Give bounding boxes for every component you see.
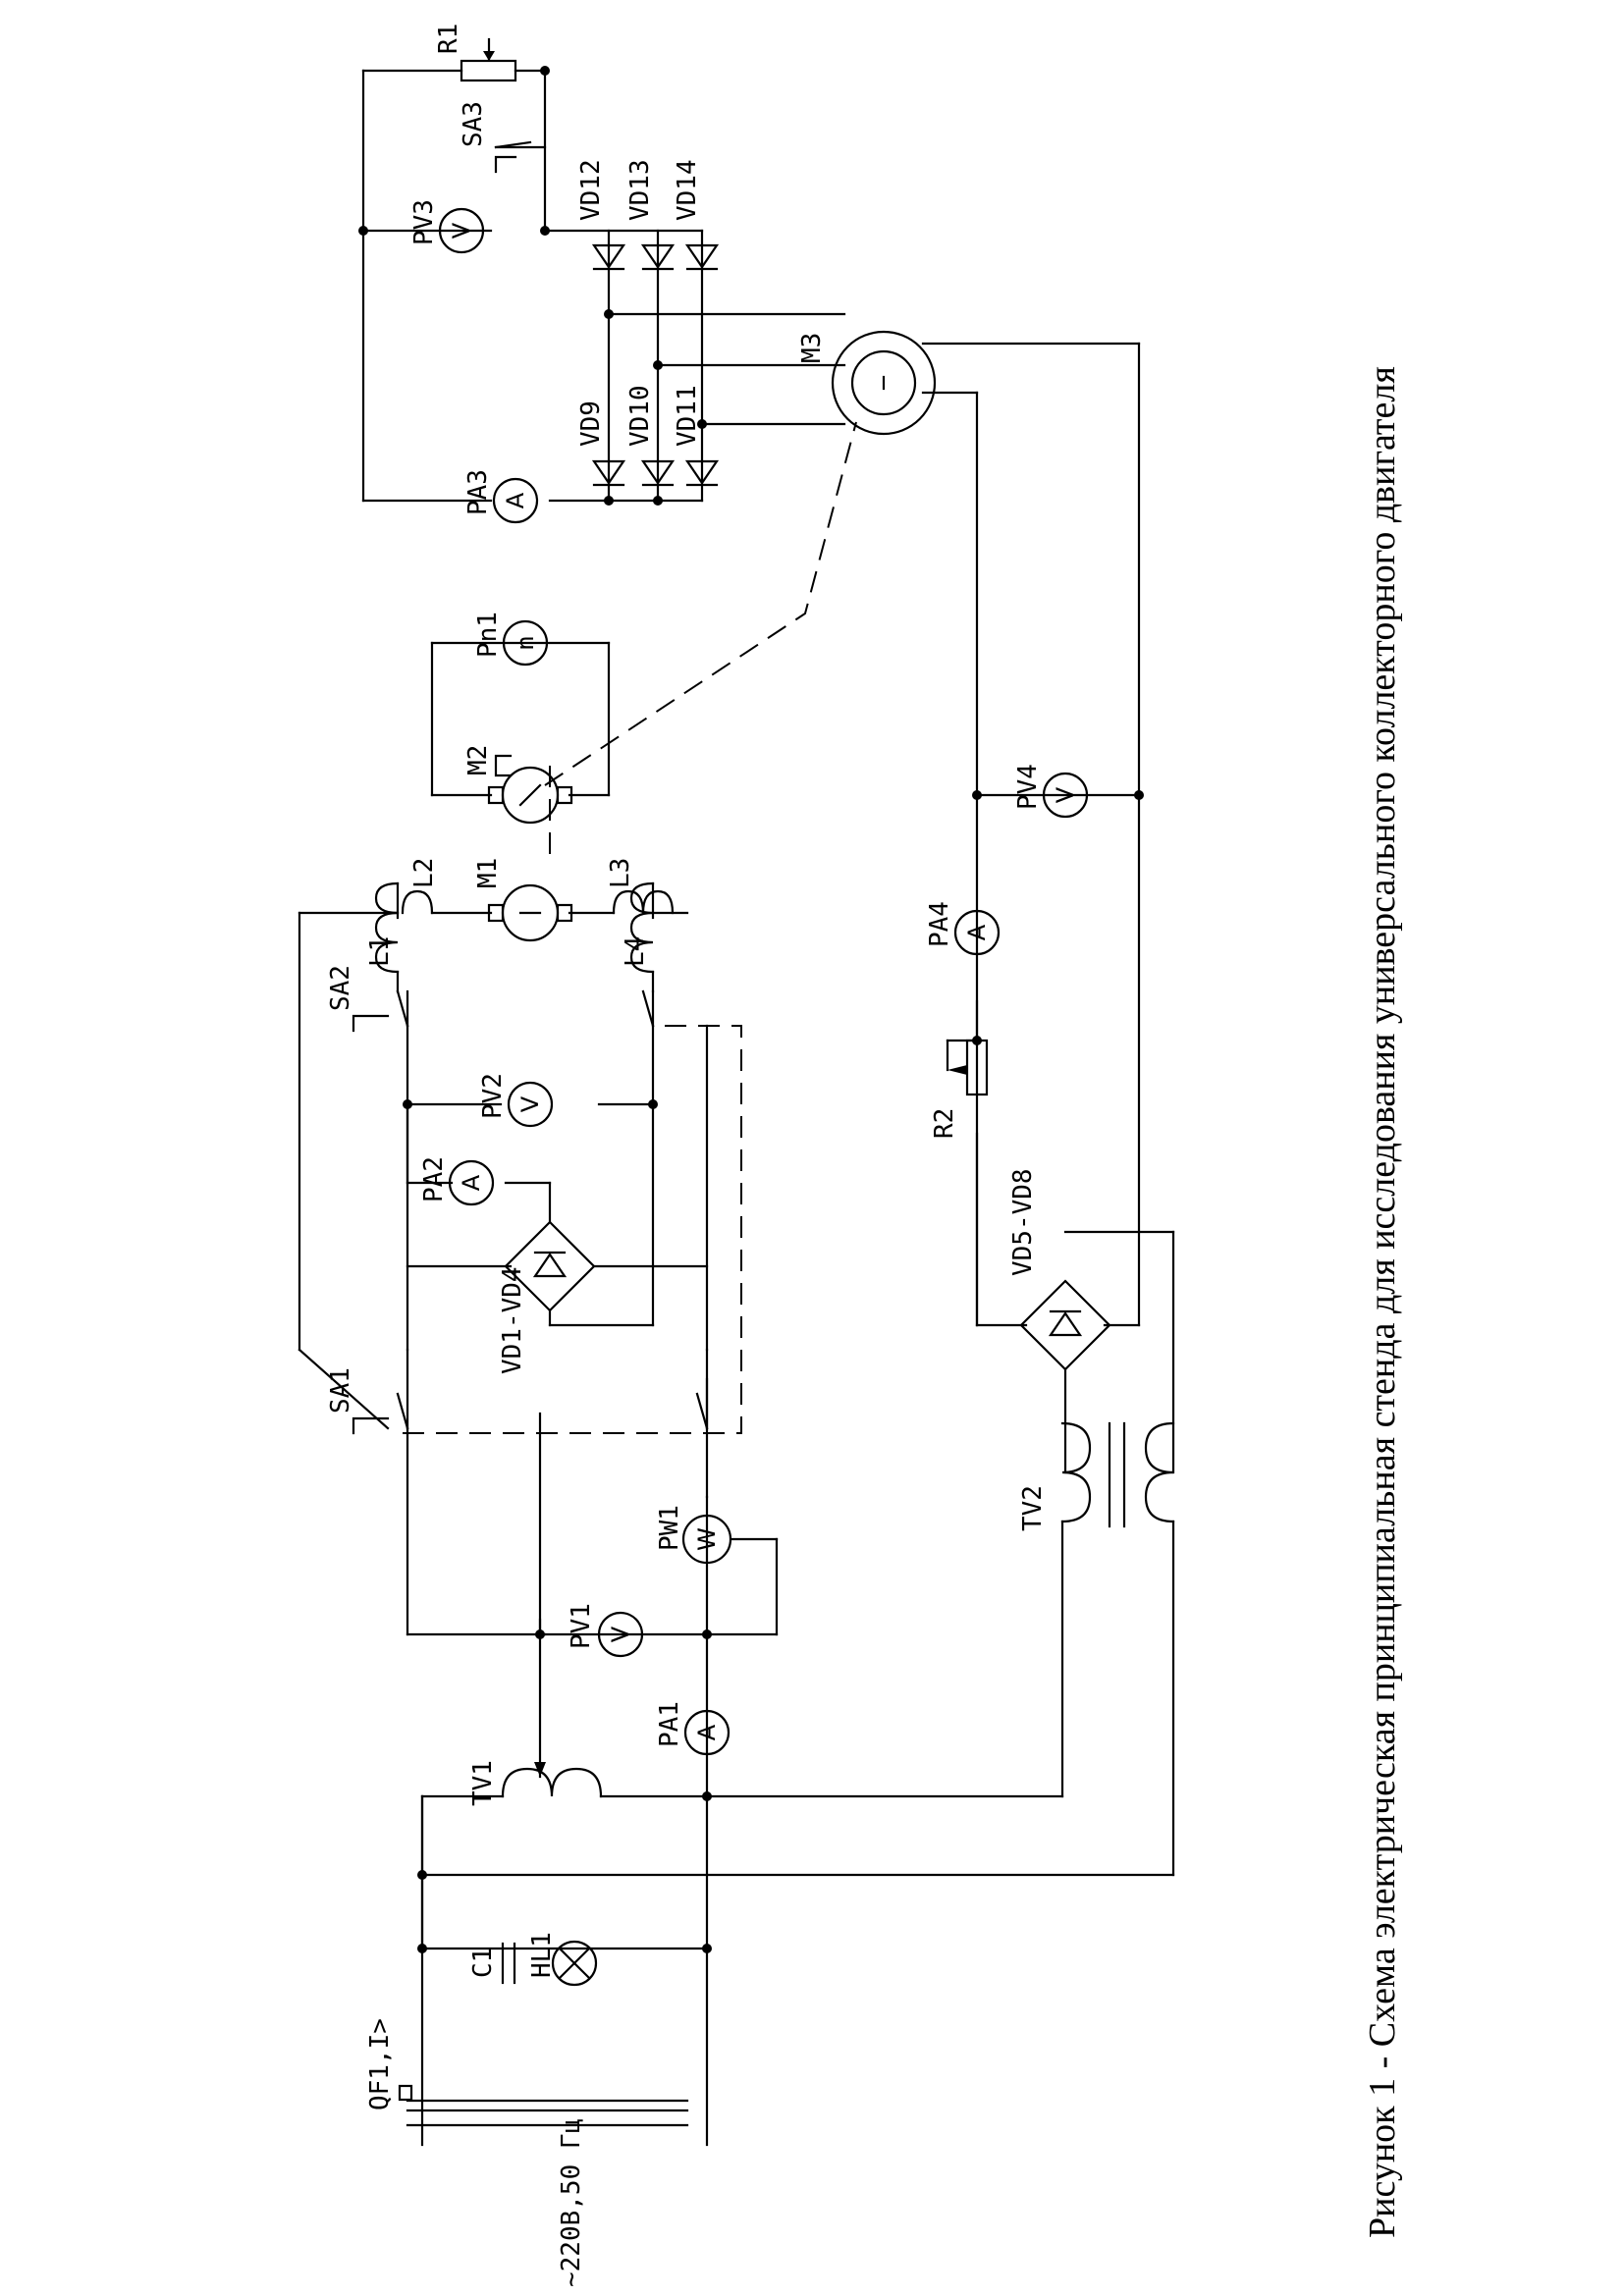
label-vd14: VD14 xyxy=(673,159,702,221)
transformer-tv2 xyxy=(1060,1421,1175,1528)
label-r2: R2 xyxy=(930,1108,959,1139)
svg-text:V: V xyxy=(607,1626,634,1642)
label-vd5-vd8: VD5-VD8 xyxy=(1008,1168,1038,1276)
generator-m2 xyxy=(487,754,573,825)
breaker-qf1 xyxy=(398,2084,689,2103)
label-pv4: PV4 xyxy=(1013,764,1043,810)
autotransformer-tv1 xyxy=(501,1618,603,1798)
meter-pa1: A xyxy=(683,1709,731,1756)
rheostat-r1 xyxy=(460,37,517,82)
label-pw1: PW1 xyxy=(655,1505,684,1551)
meter-pa4: A xyxy=(953,909,1001,956)
label-sa1: SA1 xyxy=(326,1367,355,1414)
meter-pv3: V xyxy=(438,207,485,254)
label-m3: M3 xyxy=(797,333,827,363)
rheostat-r2 xyxy=(946,1039,989,1096)
coil-l2 xyxy=(401,889,434,915)
svg-text:V: V xyxy=(1052,786,1079,803)
diode-vd11 xyxy=(684,459,720,487)
label-pn1: Pn1 xyxy=(473,612,503,658)
figure-caption: Рисунок 1 - Схема электрическая принципи… xyxy=(1362,366,1403,2238)
bridge-vd5-vd8 xyxy=(1019,1279,1111,1371)
svg-text:W: W xyxy=(693,1527,721,1551)
label-pv3: PV3 xyxy=(409,199,439,245)
label-l1: L1 xyxy=(365,936,395,967)
machine-m3 xyxy=(831,330,937,436)
meter-pv2: V xyxy=(507,1081,554,1128)
schematic-wires xyxy=(298,69,1175,2147)
meter-pv4: V xyxy=(1042,772,1089,819)
coil-l3 xyxy=(612,889,675,915)
lamp-hl1 xyxy=(551,1940,598,1987)
svg-text:A: A xyxy=(458,1174,485,1191)
svg-text:A: A xyxy=(693,1724,721,1740)
label-supply: ~220В,50 Гц xyxy=(557,2118,586,2287)
coil-l4 xyxy=(629,881,655,974)
label-pv2: PV2 xyxy=(478,1073,508,1119)
label-pa2: PA2 xyxy=(419,1156,449,1202)
switch-sa3 xyxy=(494,140,532,174)
meter-pa3: A xyxy=(492,477,539,524)
component-labels: ~220В,50 Гц QF1,I> C1 HL1 TV1 PA1 PV1 PW… xyxy=(326,24,1048,2287)
label-tv1: TV1 xyxy=(468,1760,498,1806)
junction-dots xyxy=(358,66,1144,1953)
diode-vd13 xyxy=(640,243,676,271)
label-m1: M1 xyxy=(473,858,503,888)
label-vd12: VD12 xyxy=(576,159,606,221)
svg-text:n: n xyxy=(512,635,539,650)
coil-l1 xyxy=(374,881,400,974)
label-r1: R1 xyxy=(434,24,463,54)
meter-pa2: A xyxy=(448,1159,495,1206)
diode-vd12 xyxy=(591,243,626,271)
bridge-vd1-vd4 xyxy=(504,1220,596,1312)
label-tv2: TV2 xyxy=(1018,1485,1048,1531)
switch-sa1 xyxy=(352,1392,709,1435)
meter-pw1: W xyxy=(681,1514,732,1565)
meters: A V W A V n A V A V xyxy=(438,207,1089,1756)
svg-text:A: A xyxy=(963,924,991,940)
label-l2: L2 xyxy=(409,858,439,888)
svg-text:A: A xyxy=(502,492,529,508)
diode-vd14 xyxy=(684,243,720,271)
meter-pn1: n xyxy=(502,619,549,667)
motor-m1 xyxy=(487,883,573,942)
label-pa3: PA3 xyxy=(463,469,493,515)
label-vd1-vd4: VD1-VD4 xyxy=(498,1266,527,1374)
label-pa4: PA4 xyxy=(925,901,954,947)
label-hl1: HL1 xyxy=(527,1932,557,1978)
label-qf1: QF1,I> xyxy=(365,2018,395,2110)
label-l4: L4 xyxy=(621,936,650,967)
components xyxy=(352,37,1175,2103)
meter-pv1: V xyxy=(597,1611,644,1658)
capacitor-c1 xyxy=(501,1942,516,1985)
label-c1: C1 xyxy=(468,1948,498,1978)
diode-vd10 xyxy=(640,459,676,487)
label-vd13: VD13 xyxy=(625,159,655,221)
label-l3: L3 xyxy=(606,858,635,888)
label-pv1: PV1 xyxy=(567,1603,596,1649)
label-vd10: VD10 xyxy=(625,385,655,447)
label-sa2: SA2 xyxy=(326,965,355,1011)
svg-text:V: V xyxy=(516,1095,544,1112)
label-sa3: SA3 xyxy=(459,101,488,147)
label-vd11: VD11 xyxy=(673,385,702,447)
svg-text:V: V xyxy=(448,222,475,239)
mechanical-links xyxy=(403,421,857,1434)
diode-vd9 xyxy=(591,459,626,487)
label-pa1: PA1 xyxy=(655,1701,684,1747)
label-vd9: VD9 xyxy=(576,400,606,447)
label-m2: M2 xyxy=(463,745,493,775)
switch-sa2 xyxy=(352,989,655,1033)
